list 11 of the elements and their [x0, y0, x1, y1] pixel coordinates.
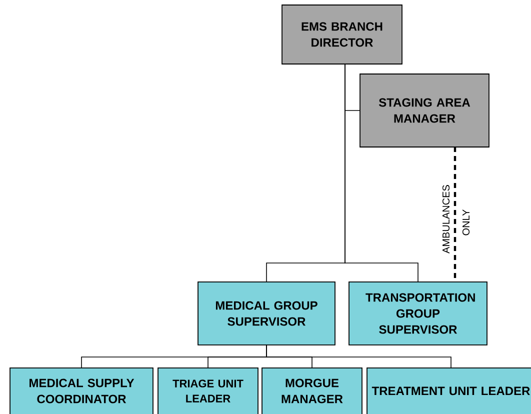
- connector-line: [266, 344, 452, 368]
- connector-line: [344, 64, 418, 282]
- org-box: TREATMENT UNIT LEADER: [366, 368, 531, 414]
- org-box: TRANSPORTATION GROUP SUPERVISOR: [348, 282, 488, 346]
- org-box: EMS BRANCH DIRECTOR: [282, 4, 402, 64]
- org-box: TRIAGE UNIT LEADER: [158, 368, 258, 414]
- org-box: MEDICAL GROUP SUPERVISOR: [198, 282, 336, 346]
- edge-label: AMBULANCES ONLY: [442, 185, 470, 254]
- org-box: STAGING AREA MANAGER: [360, 74, 490, 148]
- org-box: MORGUE MANAGER: [262, 368, 362, 414]
- org-box: MEDICAL SUPPLY COORDINATOR: [10, 368, 154, 414]
